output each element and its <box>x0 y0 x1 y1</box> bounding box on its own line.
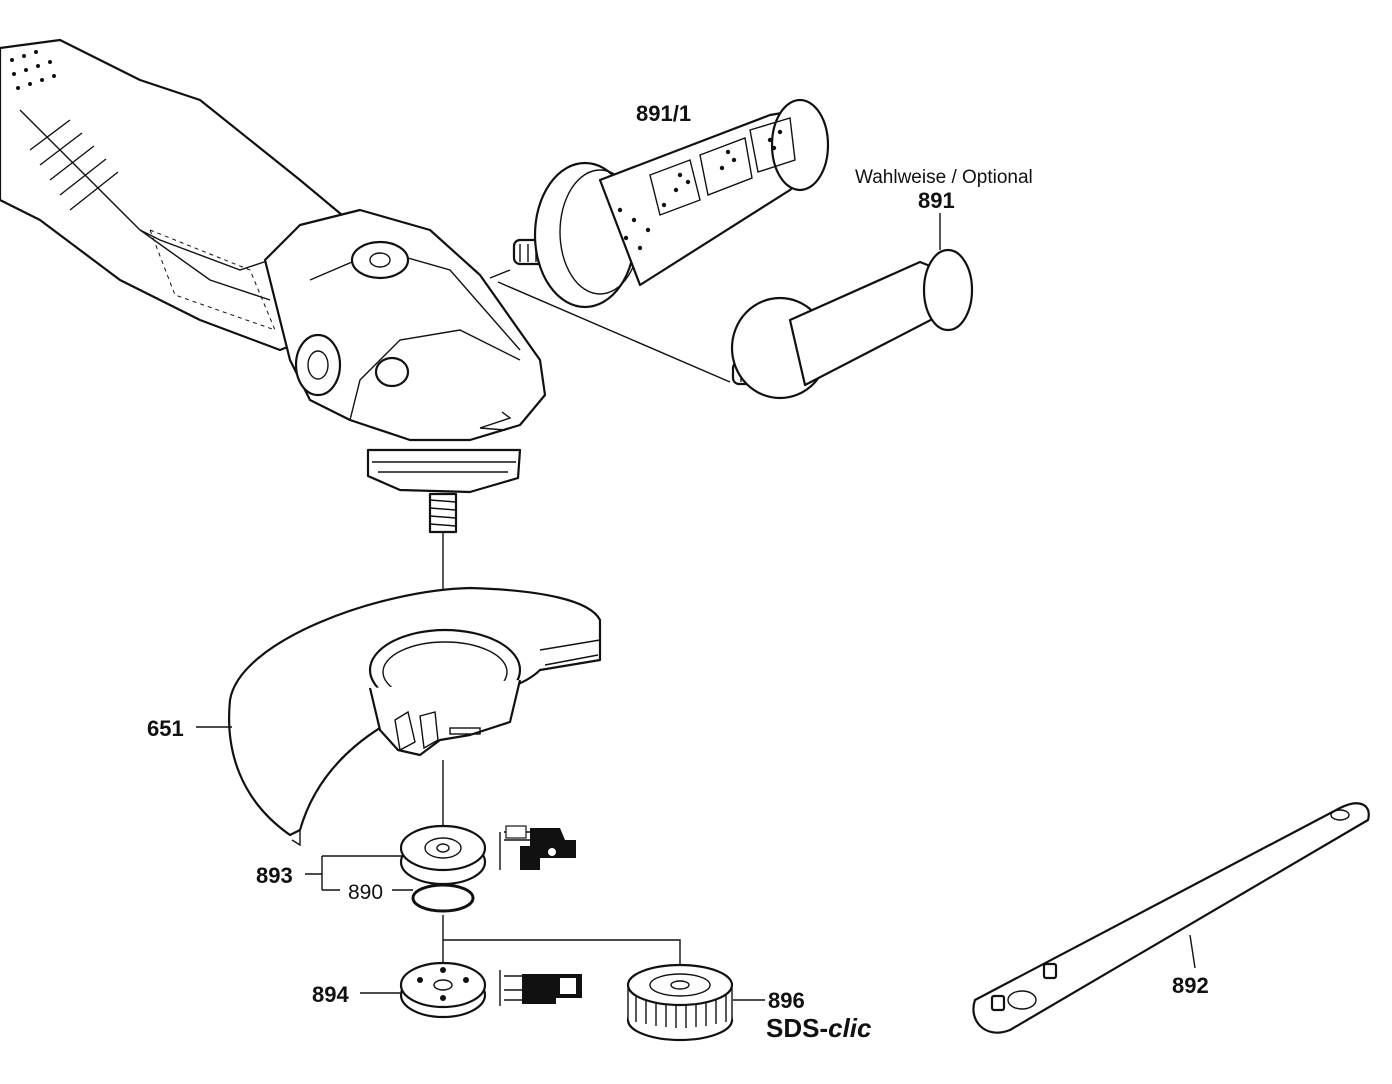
label-sds-clic: SDS-clic <box>766 1013 872 1043</box>
label-651: 651 <box>147 716 184 741</box>
leader-892 <box>1189 934 1196 969</box>
label-894: 894 <box>312 982 349 1007</box>
label-891-1: 891/1 <box>636 101 691 126</box>
two-pin-spanner <box>972 802 1370 1034</box>
o-ring <box>411 883 475 913</box>
flange-orientation-icon <box>499 825 576 870</box>
clamp-nut <box>399 961 487 1019</box>
label-890: 890 <box>348 881 383 904</box>
leader-893 <box>305 855 402 891</box>
label-892: 892 <box>1172 973 1209 998</box>
label-optional-note: Wahlweise / Optional <box>855 167 1033 188</box>
angle-grinder <box>0 38 547 534</box>
auxiliary-handle-standard <box>730 248 974 400</box>
mounting-flange <box>399 824 487 886</box>
label-896: 896 <box>768 988 805 1013</box>
quick-clamping-nut <box>626 963 734 1042</box>
grip-dots <box>10 50 56 90</box>
nut-orientation-icon <box>499 970 582 1006</box>
wheel-guard <box>228 586 602 847</box>
label-893: 893 <box>256 863 293 888</box>
auxiliary-handle-vibration <box>512 98 830 309</box>
label-891: 891 <box>918 188 955 213</box>
